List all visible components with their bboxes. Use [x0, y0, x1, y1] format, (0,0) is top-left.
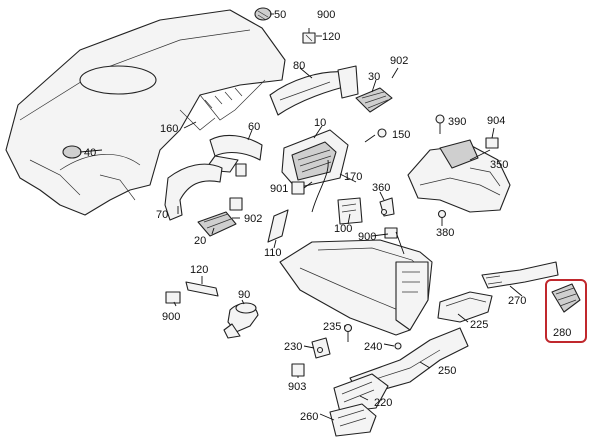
callout-390: 390: [448, 116, 466, 128]
part-10-center-vent: [281, 129, 349, 195]
part-350-blower-unit: [407, 137, 511, 213]
part-900-clip-top: [302, 32, 316, 44]
callout-350: 350: [490, 159, 508, 171]
callout-80: 80: [293, 60, 305, 72]
callout-901: 901: [270, 183, 288, 195]
part-230-clip: [311, 337, 331, 359]
part-360-clip: [379, 197, 395, 217]
callout-labels: 50 900 120 80 902 30 160 60 10 150 390 9…: [84, 9, 571, 423]
callout-380: 380: [436, 227, 454, 239]
callout-60: 60: [248, 121, 260, 133]
callout-40: 40: [84, 147, 96, 159]
callout-902-top: 902: [390, 55, 408, 67]
part-900-clip-bottom: [165, 291, 181, 304]
callout-270: 270: [508, 295, 526, 307]
part-220-duct: [333, 373, 389, 413]
callout-30: 30: [368, 71, 380, 83]
callout-360: 360: [372, 182, 390, 194]
callout-903: 903: [288, 381, 306, 393]
part-170-cable: [311, 159, 329, 213]
callout-900-bottom: 900: [162, 311, 180, 323]
highlight-box-280: [545, 279, 587, 343]
callout-225: 225: [470, 319, 488, 331]
callout-235: 235: [323, 321, 341, 333]
callout-260: 260: [300, 411, 318, 423]
part-390-screw: [435, 114, 445, 134]
callout-900-mid: 900: [358, 231, 376, 243]
callout-240: 240: [364, 341, 382, 353]
callout-50: 50: [274, 9, 286, 21]
callout-90: 90: [238, 289, 250, 301]
part-235-screw: [343, 323, 353, 342]
part-50-knob: [254, 7, 272, 21]
dashboard-shell: [5, 9, 286, 216]
callout-120-top: 120: [322, 31, 340, 43]
part-150-screw: [364, 128, 387, 143]
callout-250: 250: [438, 365, 456, 377]
part-260-part: [329, 403, 377, 437]
part-120-bottom-clip: [185, 281, 219, 297]
part-70-duct: [164, 163, 223, 221]
callout-120-bottom: 120: [190, 264, 208, 276]
callout-160: 160: [160, 123, 178, 135]
part-280-vent: [551, 283, 581, 313]
part-900-clip-middle: [384, 227, 398, 239]
callout-100: 100: [334, 223, 352, 235]
part-225-duct: [437, 291, 493, 323]
part-110-panel: [267, 209, 289, 243]
callout-20: 20: [194, 235, 206, 247]
callout-902-mid: 902: [244, 213, 262, 225]
part-100-bracket: [337, 197, 363, 225]
callout-150: 150: [392, 129, 410, 141]
callout-900-top: 900: [317, 9, 335, 21]
callout-70: 70: [156, 209, 168, 221]
callout-170: 170: [344, 171, 362, 183]
part-240-screw: [394, 342, 402, 350]
center-console: [279, 239, 433, 336]
callout-220: 220: [374, 397, 392, 409]
part-30-vent: [355, 87, 393, 113]
callout-110: 110: [264, 247, 282, 259]
part-80-duct: [269, 65, 359, 116]
part-20-vent: [197, 197, 243, 237]
callout-10: 10: [314, 117, 326, 129]
callout-230: 230: [284, 341, 302, 353]
callout-904: 904: [487, 115, 505, 127]
part-90-vent: [223, 302, 259, 339]
part-380-screw: [437, 209, 447, 226]
leader-lines: [79, 13, 523, 421]
part-270-duct: [481, 261, 559, 289]
part-40-cap: [62, 145, 82, 159]
callout-280: 280: [553, 327, 571, 339]
part-903-clip: [291, 363, 305, 377]
